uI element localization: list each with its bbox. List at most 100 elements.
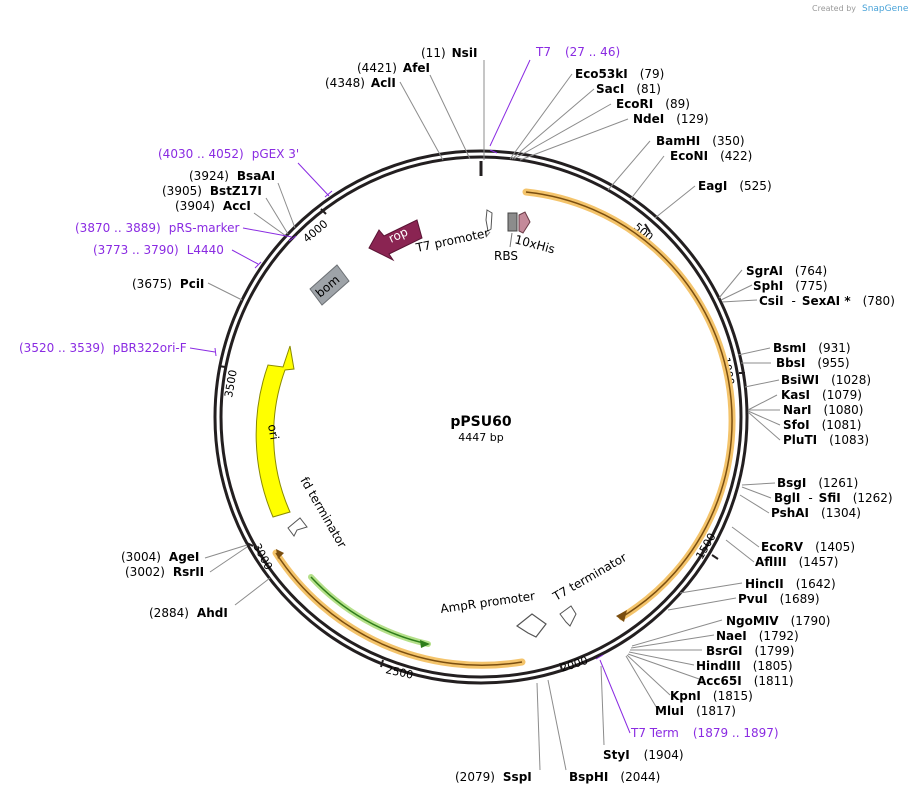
enzyme-name: EcoRI xyxy=(616,97,653,111)
primer-label: (3773 .. 3790)L4440 xyxy=(93,243,224,257)
enzyme-name: BbsI xyxy=(776,356,805,370)
leader-line xyxy=(265,197,289,235)
leader-line xyxy=(747,410,781,426)
enzyme-position: (1083) xyxy=(829,433,869,447)
rop-arrow xyxy=(368,219,423,262)
leader-line xyxy=(509,73,573,160)
enzyme-label: BsiWI(1028) xyxy=(781,373,871,387)
enzyme-name: SfoI xyxy=(783,418,810,432)
primer-range: (1879 .. 1897) xyxy=(693,726,779,740)
enzyme-position: (764) xyxy=(795,264,827,278)
enzyme-label: MluI(1817) xyxy=(655,704,736,718)
enzyme-label: BsgI(1261) xyxy=(777,476,858,490)
primer-labels: T7(27 .. 46) (4030 .. 4052)pGEX 3' (3870… xyxy=(19,45,779,740)
primer-range: (3870 .. 3889) xyxy=(75,221,161,235)
enzyme-label: BsmI(931) xyxy=(773,341,851,355)
enzyme-label: EcoNI(422) xyxy=(670,149,752,163)
leader-line xyxy=(631,619,723,647)
leader-line xyxy=(189,347,217,357)
enzyme-name: PshAI xyxy=(771,506,809,520)
enzyme-position: (1792) xyxy=(759,629,799,643)
enzyme-name: BamHI xyxy=(656,134,700,148)
backbone-inner-ring xyxy=(219,155,743,679)
leader-line xyxy=(207,282,243,301)
leader-line xyxy=(253,212,287,237)
enzyme-position: (3675) xyxy=(132,277,172,291)
his-tag-arrow xyxy=(518,211,531,234)
enzyme-name: KpnI xyxy=(670,689,701,703)
primer-name: L4440 xyxy=(187,243,224,257)
credit: Created by SnapGene xyxy=(812,4,909,14)
leader-line xyxy=(209,546,248,573)
tick-label: 2000 xyxy=(559,654,590,675)
leader-line xyxy=(721,299,758,303)
tick-mark xyxy=(559,662,563,671)
leader-line xyxy=(718,269,743,299)
enzyme-name: SgrAI xyxy=(746,264,783,278)
enzyme-label: SphI(775) xyxy=(753,279,828,293)
primer-name: T7 Term xyxy=(630,726,679,740)
tick-mark xyxy=(644,223,651,233)
enzyme-separator: - xyxy=(808,491,812,505)
tick-label: 4000 xyxy=(301,217,331,245)
enzyme-label: KasI(1079) xyxy=(781,388,862,402)
enzyme-position: (2044) xyxy=(620,770,660,784)
enzyme-label: PshAI(1304) xyxy=(771,506,861,520)
plasmid-name: pPSU60 xyxy=(450,414,511,430)
enzyme-label: EcoRV(1405) xyxy=(761,540,855,554)
enzyme-label: PluTI(1083) xyxy=(783,433,869,447)
leader-line xyxy=(625,655,659,711)
green-arrowhead xyxy=(420,640,430,648)
tick-label: 3500 xyxy=(222,369,240,399)
small-features: T7 promoter RBS 10xHis xyxy=(414,209,556,263)
enzyme-label: CsiI-SexAI *(780) xyxy=(759,294,895,308)
leader-line xyxy=(737,347,771,356)
enzyme-position: (89) xyxy=(665,97,690,111)
tick-label: 2500 xyxy=(384,663,414,682)
leader-line xyxy=(600,665,605,746)
enzyme-name: AclI xyxy=(371,76,396,90)
enzyme-name: BsaAI xyxy=(237,169,275,183)
enzyme-position: (525) xyxy=(739,179,771,193)
enzyme-leaders xyxy=(204,60,781,771)
enzyme-position: (1790) xyxy=(791,614,831,628)
backbone xyxy=(213,149,749,685)
leader-line xyxy=(231,249,262,269)
tick-mark xyxy=(711,554,719,560)
leader-line xyxy=(519,118,629,161)
orf-arc-bottom xyxy=(275,552,523,667)
enzyme-label: SgrAI (764) xyxy=(746,264,827,278)
enzyme-label: NgoMIV(1790) xyxy=(726,614,830,628)
primer-label: (3520 .. 3539)pBR322ori-F xyxy=(19,341,187,355)
leader-line xyxy=(511,88,595,160)
leader-line xyxy=(747,394,778,411)
enzyme-name: EagI xyxy=(698,179,727,193)
enzyme-position: (3905) xyxy=(162,184,202,198)
primer-label: (4030 .. 4052)pGEX 3' xyxy=(158,147,299,161)
enzyme-label: (3002)RsrII xyxy=(125,565,204,579)
enzyme-name: NaeI xyxy=(716,629,747,643)
leader-line xyxy=(399,81,444,161)
enzyme-position: (1080) xyxy=(824,403,864,417)
enzyme-position: (4421) xyxy=(357,61,397,75)
enzyme-name: CsiI xyxy=(759,294,784,308)
leader-line xyxy=(741,482,776,486)
enzyme-name: BglI xyxy=(774,491,800,505)
enzyme-position: (775) xyxy=(795,279,827,293)
enzyme-position: (1261) xyxy=(818,476,858,490)
leader-line xyxy=(744,379,780,388)
enzyme-separator: - xyxy=(792,294,796,308)
enzyme-label: Eco53kI(79) xyxy=(575,67,664,81)
enzyme-position: (4348) xyxy=(325,76,365,90)
enzyme-label: PvuI(1689) xyxy=(738,592,820,606)
enzyme-label: AflIII(1457) xyxy=(755,555,838,569)
enzyme-name: RsrII xyxy=(173,565,204,579)
primer-range: (4030 .. 4052) xyxy=(158,147,244,161)
leader-line xyxy=(242,227,297,242)
enzyme-position: (129) xyxy=(676,112,708,126)
leader-line xyxy=(627,653,703,681)
leader-line xyxy=(277,182,296,229)
enzyme-name: BstZ17I xyxy=(210,184,262,198)
enzyme-label: (11)NsiI xyxy=(421,46,477,60)
enzyme-position: (1689) xyxy=(780,592,820,606)
